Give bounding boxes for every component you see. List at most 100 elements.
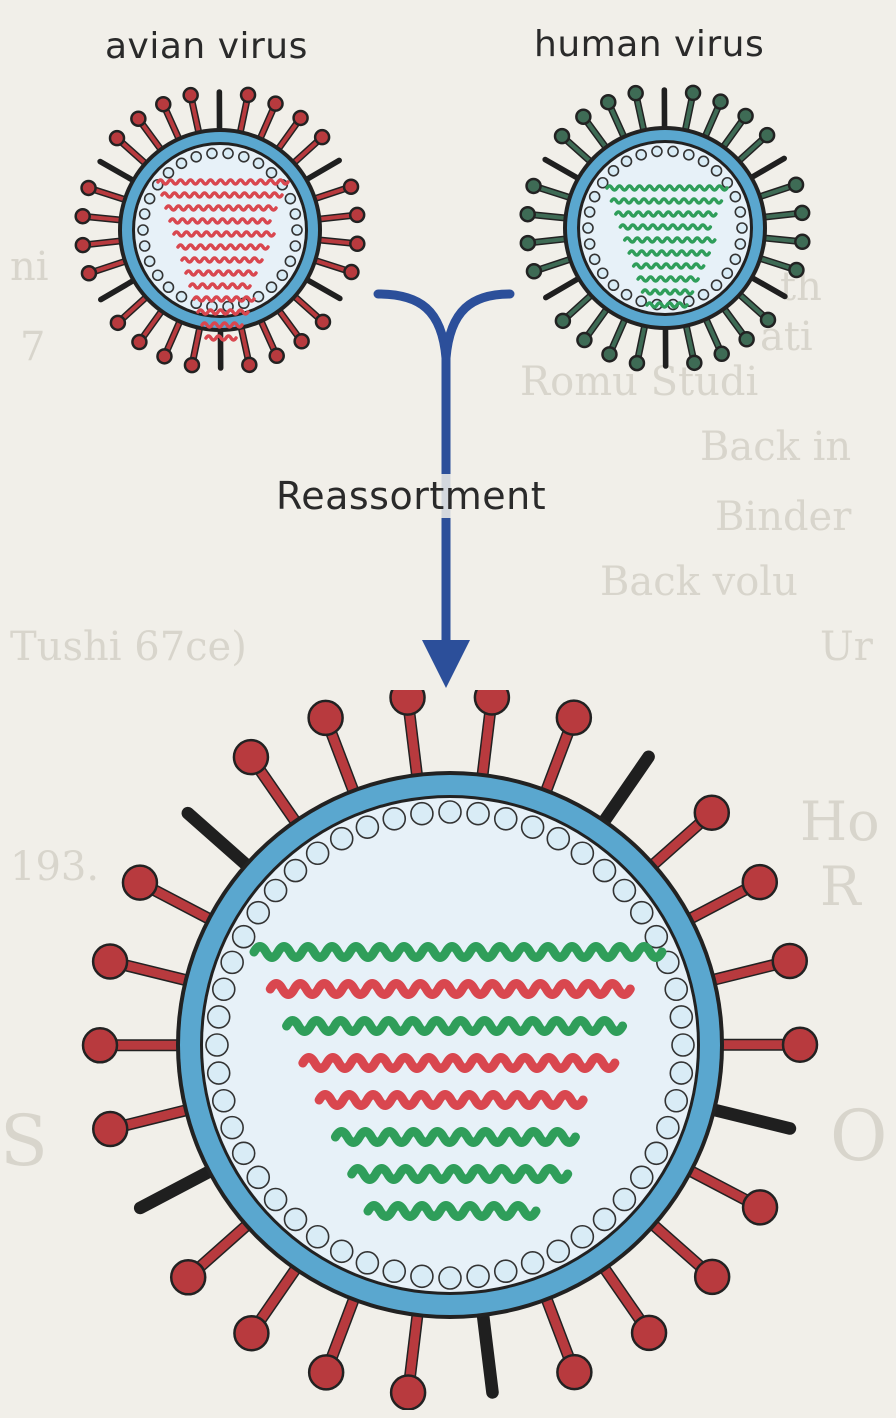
matrix-bead <box>140 209 150 219</box>
spike-head <box>527 264 541 278</box>
matrix-bead <box>177 158 187 168</box>
spike-head <box>521 236 535 250</box>
spike-head <box>309 1355 343 1389</box>
spike-head <box>521 207 535 221</box>
matrix-bead <box>383 808 405 830</box>
matrix-bead <box>213 1090 235 1112</box>
matrix-bead <box>208 1006 230 1028</box>
matrix-bead <box>585 207 595 217</box>
matrix-bead <box>265 879 287 901</box>
matrix-bead <box>613 1189 635 1211</box>
matrix-bead <box>622 290 632 300</box>
matrix-bead <box>622 156 632 166</box>
spike <box>188 813 254 871</box>
spike-head <box>270 349 284 363</box>
spike-head <box>350 208 364 222</box>
matrix-bead <box>670 1062 692 1084</box>
matrix-bead <box>138 225 148 235</box>
spike-head <box>760 128 774 142</box>
matrix-bead <box>571 842 593 864</box>
matrix-bead <box>290 209 300 219</box>
matrix-bead <box>495 808 517 830</box>
arrow-head <box>422 640 470 688</box>
spike-head <box>185 358 199 372</box>
avian-rna-segment <box>170 219 270 223</box>
matrix-bead <box>163 282 173 292</box>
svg-text:Tushi 67ce): Tushi 67ce) <box>10 624 247 670</box>
matrix-bead <box>239 152 249 162</box>
matrix-bead <box>645 1142 667 1164</box>
matrix-bead <box>284 1208 306 1230</box>
matrix-bead <box>356 1252 378 1274</box>
matrix-bead <box>583 223 593 233</box>
spike-head <box>131 112 145 126</box>
spike-head <box>234 1316 268 1350</box>
matrix-bead <box>730 192 740 202</box>
spike-head <box>695 1260 729 1294</box>
matrix-bead <box>608 280 618 290</box>
matrix-bead <box>208 1062 230 1084</box>
matrix-bead <box>153 270 163 280</box>
matrix-bead <box>331 1240 353 1262</box>
spike-head <box>576 110 590 124</box>
spike-head <box>577 333 591 347</box>
matrix-bead <box>590 192 600 202</box>
spike <box>482 1305 493 1392</box>
matrix-bead <box>233 926 255 948</box>
spike-head <box>715 347 729 361</box>
spike-head <box>555 129 569 143</box>
matrix-bead <box>636 296 646 306</box>
matrix-bead <box>439 801 461 823</box>
matrix-bead <box>267 168 277 178</box>
spike-head <box>714 95 728 109</box>
spike-head <box>602 347 616 361</box>
matrix-bead <box>684 150 694 160</box>
matrix-bead <box>613 879 635 901</box>
svg-text:Binder: Binder <box>715 494 852 540</box>
spike-head <box>789 263 803 277</box>
spike-head <box>157 349 171 363</box>
human-rna-segment <box>616 212 716 216</box>
matrix-bead <box>411 803 433 825</box>
matrix-bead <box>177 292 187 302</box>
spike-head <box>789 178 803 192</box>
spike-head <box>295 334 309 348</box>
matrix-bead <box>735 239 745 249</box>
matrix-bead <box>598 268 608 278</box>
avian-rna-segment <box>202 323 242 327</box>
matrix-bead <box>221 951 243 973</box>
matrix-bead <box>608 166 618 176</box>
matrix-bead <box>284 860 306 882</box>
spike-head <box>557 1355 591 1389</box>
spike-head <box>391 1375 425 1409</box>
spike-head <box>93 1112 127 1146</box>
avian-rna-segment <box>194 297 254 301</box>
matrix-bead <box>467 1265 489 1287</box>
svg-text:Back volu: Back volu <box>600 559 798 605</box>
human-rna-segment <box>287 1021 623 1032</box>
reassortment-label: Reassortment <box>272 474 550 518</box>
matrix-bead <box>247 902 269 924</box>
matrix-bead <box>665 978 687 1000</box>
matrix-bead <box>356 816 378 838</box>
matrix-bead <box>571 1226 593 1248</box>
spike-head <box>156 97 170 111</box>
avian-rna-segment <box>174 232 274 236</box>
matrix-bead <box>207 148 217 158</box>
spike-head <box>76 209 90 223</box>
matrix-bead <box>383 1260 405 1282</box>
matrix-bead <box>668 146 678 156</box>
matrix-bead <box>631 1166 653 1188</box>
spike-head <box>773 944 807 978</box>
matrix-bead <box>712 166 722 176</box>
matrix-bead <box>672 1034 694 1056</box>
merge-bracket <box>378 294 510 358</box>
spike-head <box>557 701 591 735</box>
matrix-bead <box>307 1226 329 1248</box>
matrix-bead <box>495 1260 517 1282</box>
svg-text:Ur: Ur <box>820 624 874 670</box>
spike-head <box>309 701 343 735</box>
spike-head <box>171 1260 205 1294</box>
virus-interior <box>203 798 697 1292</box>
